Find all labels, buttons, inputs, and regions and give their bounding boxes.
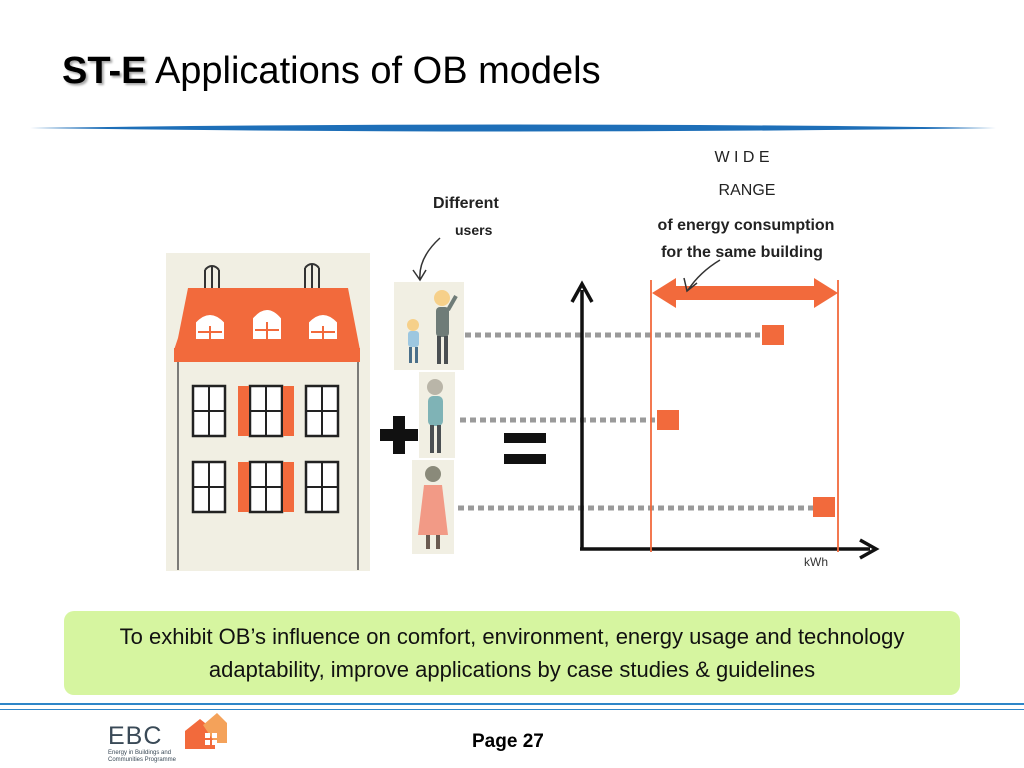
axis-unit-label: kWh [804,555,828,569]
consumption-point [762,325,784,345]
equals-icon [504,433,546,464]
range-bounds [650,280,839,552]
ebc-logo-subtitle: Energy in Buildings and Communities Prog… [108,750,177,763]
users-illustration: Different users [394,195,499,554]
range-arrow [652,278,838,308]
footer-divider-thin [0,709,1024,710]
page-number: Page 27 [472,731,544,752]
range-caption: W I D E RANGE of energy consumption for … [658,149,835,293]
energy-line2: for the same building [661,244,823,261]
users-label-line1: Different [433,195,499,212]
ebc-logo-text: EBC [108,722,163,750]
summary-callout: To exhibit OB’s influence on comfort, en… [64,611,960,695]
consumption-point [657,410,679,430]
title-code: ST-E [62,50,147,92]
range-label: RANGE [719,182,776,199]
user-leader-lines [458,332,815,511]
energy-line1: of energy consumption [658,217,835,234]
energy-axes: kWh [570,280,880,569]
plus-icon [380,416,418,454]
summary-text: To exhibit OB’s influence on comfort, en… [119,624,905,682]
building-illustration [166,253,370,571]
ebc-logo-house-icon [185,713,227,749]
ob-illustration: Different users [166,149,880,571]
title-text: Applications of OB models [154,50,601,92]
consumption-points [657,325,835,517]
wide-label: W I D E [714,149,769,166]
title-underline [30,124,996,132]
slide-title: ST-E Applications of OB models [62,52,601,90]
footer-divider [0,703,1024,705]
consumption-point [813,497,835,517]
users-label-line2: users [455,222,493,238]
